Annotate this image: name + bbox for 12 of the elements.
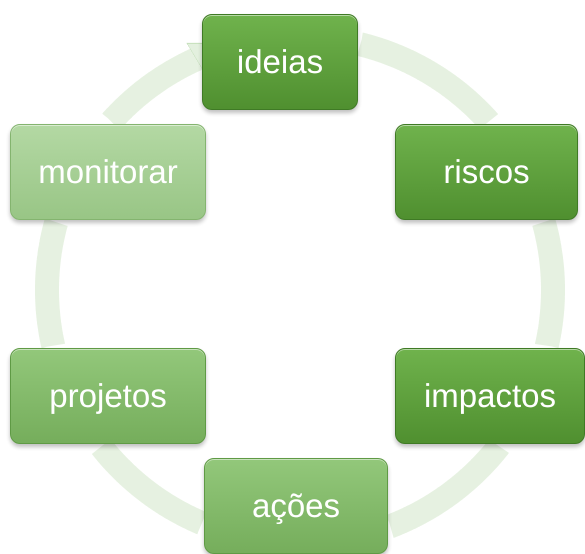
process-box xyxy=(10,348,206,444)
process-box xyxy=(204,458,388,554)
process-box xyxy=(395,124,578,220)
process-box xyxy=(395,348,585,444)
process-box xyxy=(10,124,206,220)
box-label: impactos xyxy=(424,377,556,415)
box-label: ideias xyxy=(236,43,324,81)
box-label: riscos xyxy=(443,153,530,191)
box-label: projetos xyxy=(49,377,167,415)
box-label: monitorar xyxy=(38,153,178,191)
box-label: ações xyxy=(252,487,340,525)
process-box xyxy=(202,14,358,110)
